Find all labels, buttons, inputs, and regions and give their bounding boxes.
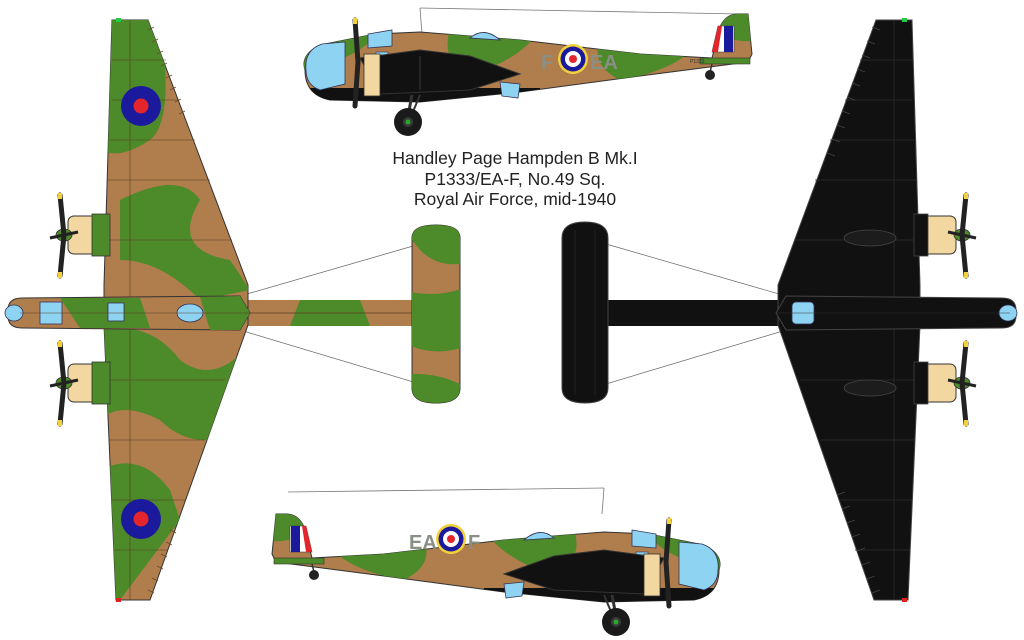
- side-code-letters-squadron: EA: [590, 52, 618, 74]
- under-engine-upper: [913, 192, 977, 279]
- top-wing-roundel-lower: [121, 499, 161, 539]
- under-bracing-wire: [605, 329, 787, 385]
- side-fuselage-roundel: [558, 44, 588, 74]
- underside-view: [561, 18, 1018, 602]
- top-bracing-wire: [239, 243, 421, 297]
- side-code-letter-aircraft-lower: F: [468, 532, 480, 554]
- side-dorsal-turret: [468, 32, 502, 41]
- top-fuselage: [4, 295, 251, 331]
- side-cockpit-canopy: [367, 29, 393, 49]
- caption: Handley Page Hampden B Mk.I P1333/EA-F, …: [350, 148, 680, 210]
- right-side-view: F EA P1333: [303, 7, 753, 136]
- under-fuselage: [775, 295, 1018, 331]
- top-engine-upper: [49, 192, 111, 279]
- top-bracing-wire: [239, 329, 421, 385]
- side-code-letter-aircraft: F: [541, 52, 553, 74]
- side-propeller: [352, 17, 361, 109]
- under-bracing-wire: [605, 243, 787, 297]
- side-code-letters-squadron-lower: EA: [409, 532, 437, 554]
- caption-service-date: Royal Air Force, mid-1940: [413, 189, 617, 209]
- under-tail-boom: [596, 300, 796, 326]
- under-tailplane: [561, 221, 609, 404]
- aerial-wire: [419, 7, 741, 15]
- side-propeller-lower: [663, 517, 672, 609]
- side-nose-glazing-lower: [678, 541, 719, 591]
- left-side-view: EA F: [271, 487, 721, 636]
- aerial-wire: [287, 487, 605, 493]
- top-view: [4, 18, 461, 602]
- side-nose-glazing: [305, 41, 346, 91]
- caption-aircraft-type: Handley Page Hampden B Mk.I: [392, 148, 638, 168]
- side-serial: P1333: [690, 59, 705, 65]
- side-fuselage-roundel-lower: [436, 524, 466, 554]
- top-engine-lower: [49, 340, 111, 427]
- under-engine-lower: [913, 340, 977, 427]
- caption-serial-unit: P1333/EA-F, No.49 Sq.: [424, 168, 606, 189]
- top-wing-roundel-upper: [121, 86, 161, 126]
